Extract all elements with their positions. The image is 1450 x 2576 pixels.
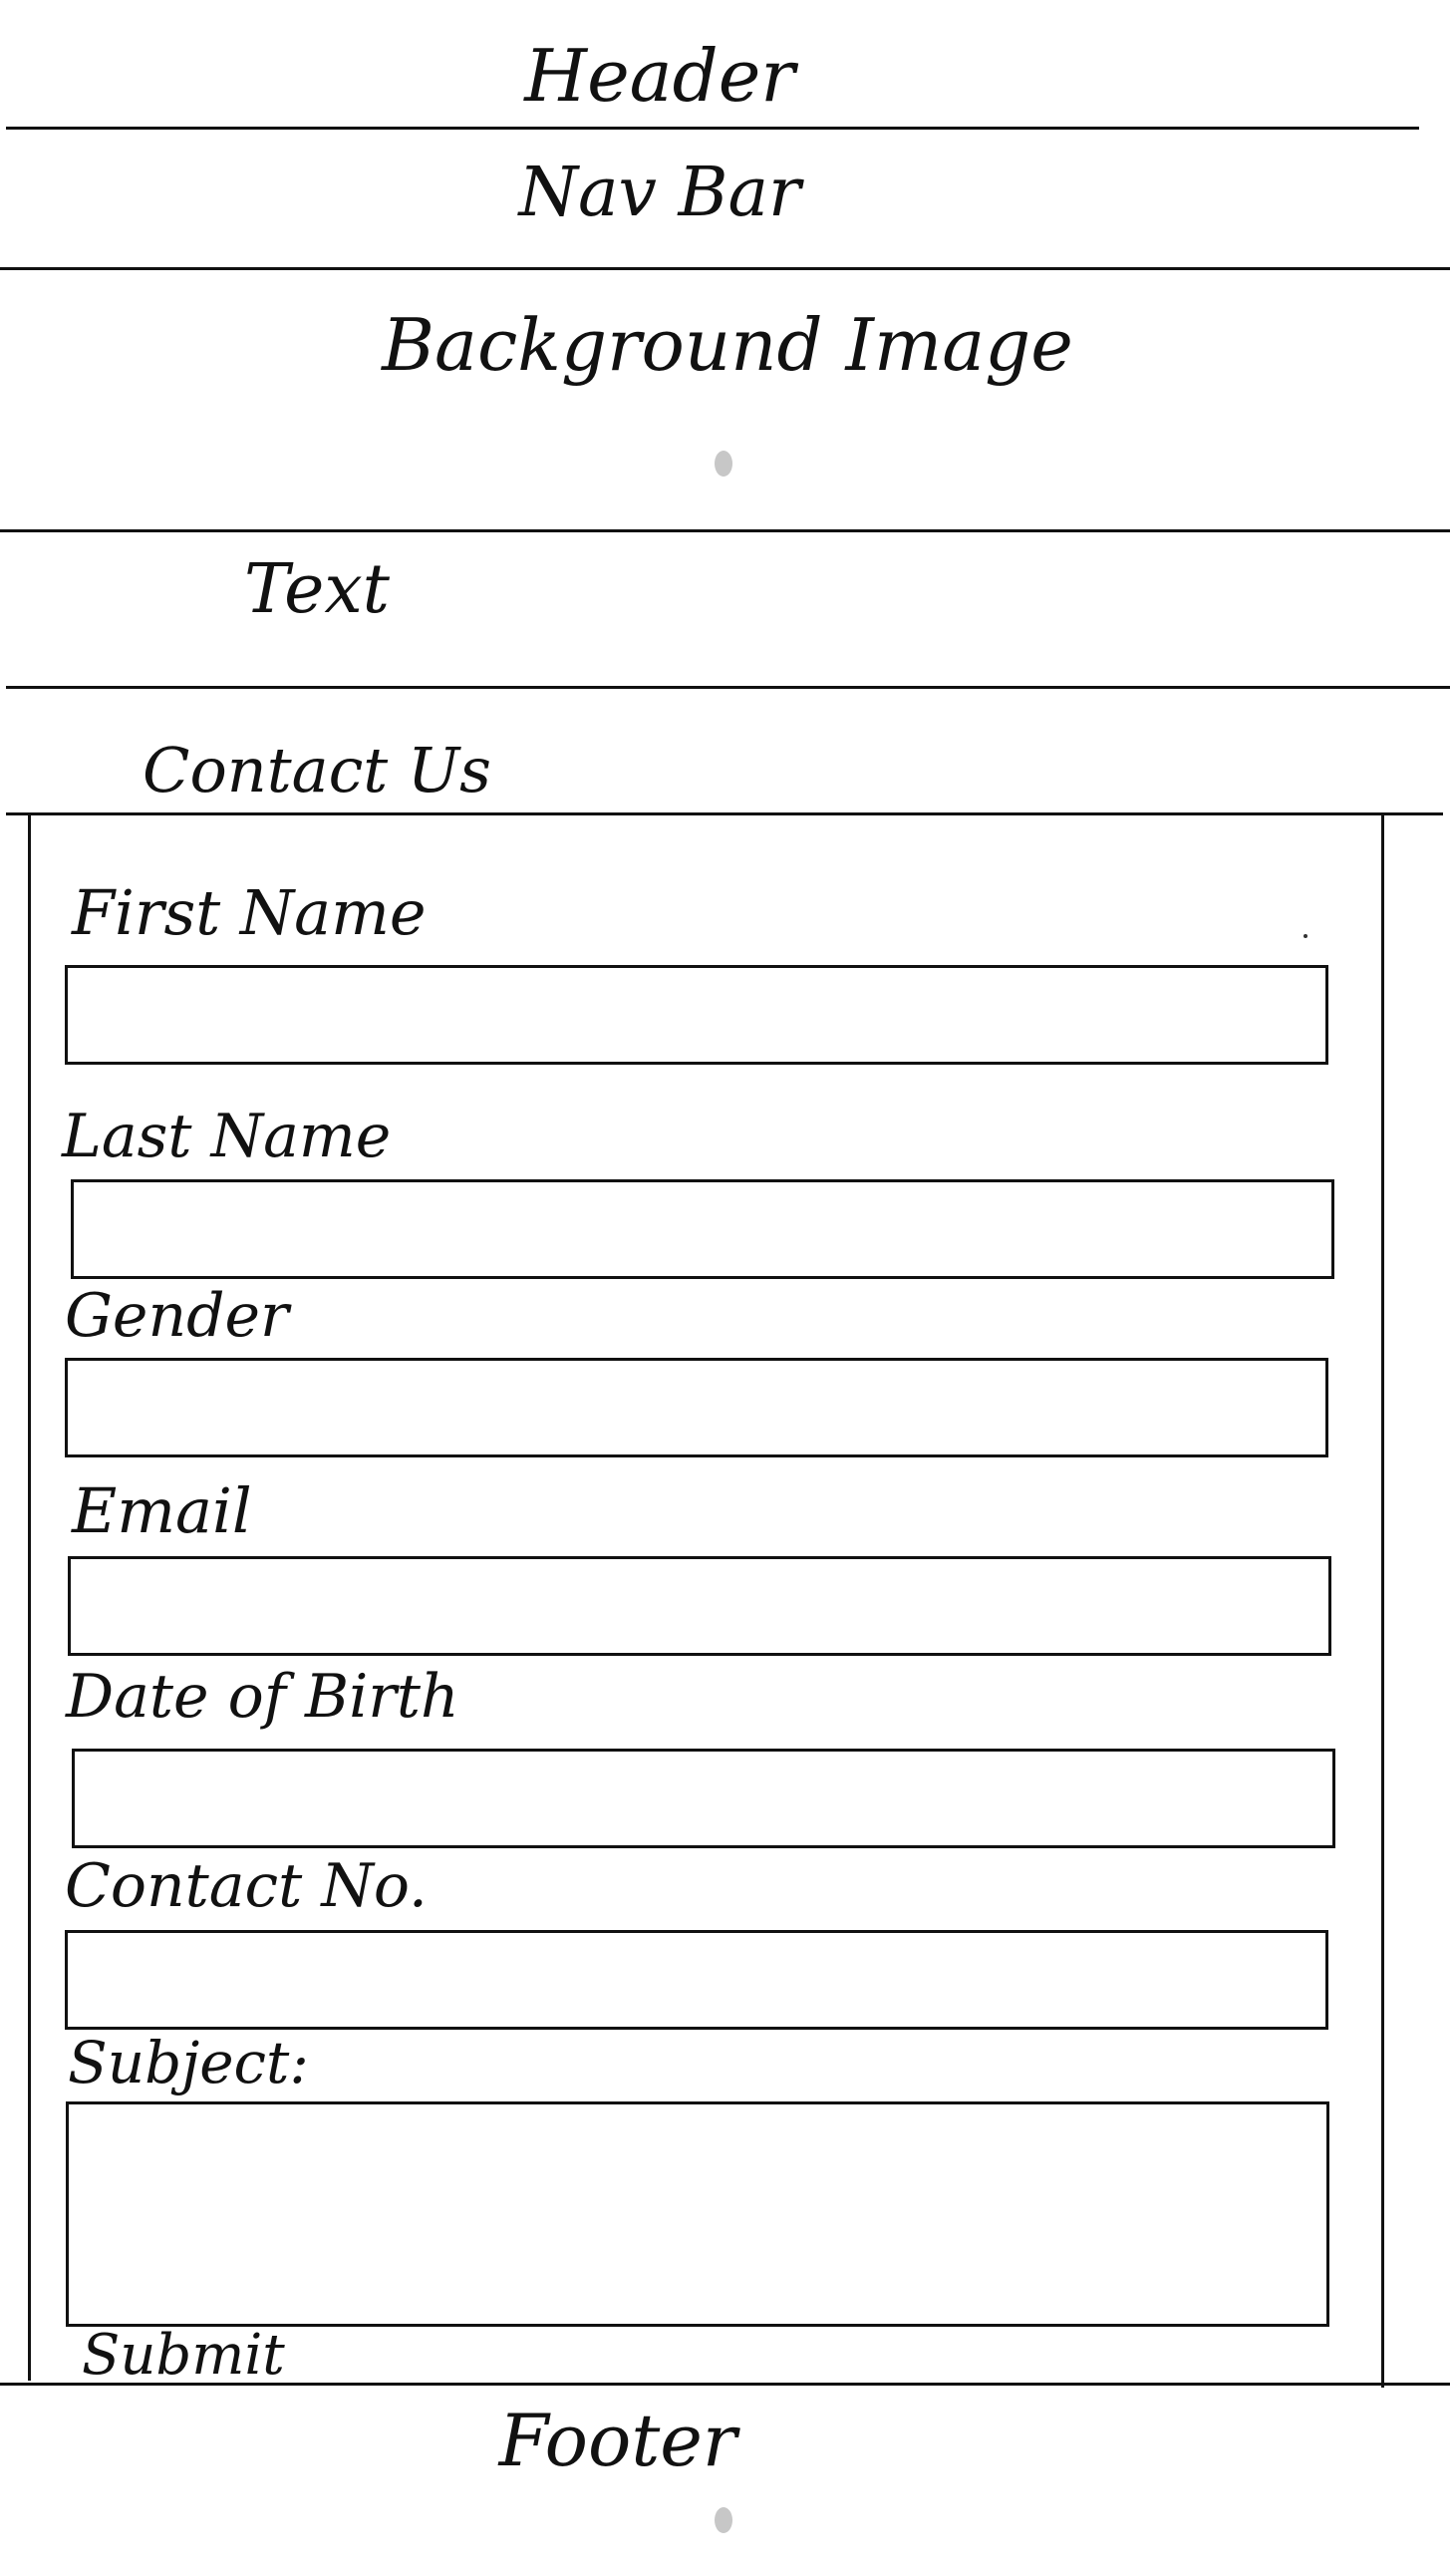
gender-input[interactable] [65,1358,1328,1457]
text-divider [6,686,1450,689]
nav-bar-label: Nav Bar [518,154,801,232]
placeholder-dot [715,451,732,477]
last-name-label: Last Name [62,1102,392,1171]
first-name-input[interactable] [65,965,1328,1065]
footer-divider [0,2383,1450,2386]
contact-number-input[interactable] [65,1930,1328,2030]
subject-textarea[interactable] [66,2101,1329,2327]
form-right-border [1381,812,1384,2388]
background-image-label: Background Image [382,303,1073,387]
last-name-input[interactable] [71,1179,1334,1279]
nav-divider [0,267,1450,270]
header-divider [6,127,1419,130]
subject-label: Subject: [68,2029,309,2096]
header-label: Header [524,34,795,118]
form-left-border [28,812,31,2381]
first-name-label: First Name [72,876,427,949]
stray-mark [1304,934,1307,938]
submit-button[interactable]: Submit [82,2323,285,2388]
email-input[interactable] [68,1556,1331,1656]
contact-number-label: Contact No. [65,1851,428,1921]
footer-label: Footer [498,2399,737,2482]
date-of-birth-label: Date of Birth [66,1662,459,1732]
date-of-birth-input[interactable] [72,1749,1335,1848]
email-label: Email [72,1474,252,1547]
footer-placeholder-dot [715,2507,732,2533]
form-top-border [6,812,1443,815]
hero-divider [0,529,1450,532]
gender-label: Gender [65,1281,289,1351]
text-label: Text [244,550,390,629]
contact-us-title: Contact Us [143,734,491,806]
